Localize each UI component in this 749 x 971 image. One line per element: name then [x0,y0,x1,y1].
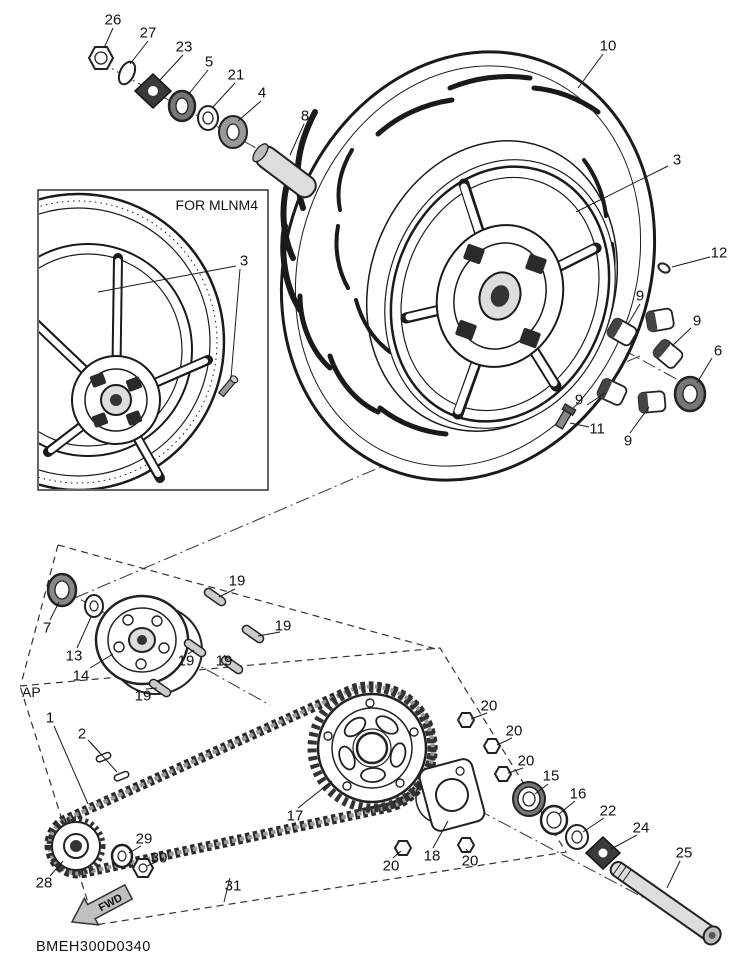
axle-washer [117,60,137,86]
circlip [657,262,671,274]
variant-wheel [39,192,239,489]
rear-sprocket [307,683,437,813]
bearing-seal [673,375,707,413]
sprocket-hub-group [46,572,265,698]
oil-seal [167,89,197,123]
drive-chain-group [44,681,438,879]
rear-axle-shaft [609,861,722,946]
axle-bearing [512,781,546,817]
right-small-parts [554,262,707,430]
assembly-dashed-boundary [19,544,567,926]
sprocket-hub [94,594,203,695]
rear-wheel [384,159,616,429]
sprocket-studs [148,587,265,698]
adjuster-nuts [393,712,513,856]
spacer [218,115,248,149]
callout-leader-lines [49,27,713,903]
axle-washer-rear [565,824,589,850]
variant-inset-box: FOR MLNM4 [37,189,269,491]
hub-collar [84,594,104,618]
hub-oil-seal [46,572,78,608]
drive-chain [44,681,438,879]
sprocket-washer [110,843,134,869]
valve-stem [217,375,239,398]
collar [197,105,219,131]
damper-bolt [554,403,577,430]
axle-nut [87,46,115,70]
figure-code: BMEH300D0340 [36,939,151,955]
axle-spacer-parts [87,46,317,199]
fwd-arrow: FWD [70,883,134,926]
ap-label: AP [22,684,41,700]
inset-title: FOR MLNM4 [176,197,259,213]
wheel-hub [435,224,565,368]
lock-plate [133,72,173,110]
sprocket-nut [131,858,155,878]
axle-adjuster-group [393,712,722,946]
hub-dampers [596,307,684,414]
chain-puller-bracket [415,758,486,832]
front-sprocket [46,816,106,876]
axle-collar-tube [252,143,317,199]
